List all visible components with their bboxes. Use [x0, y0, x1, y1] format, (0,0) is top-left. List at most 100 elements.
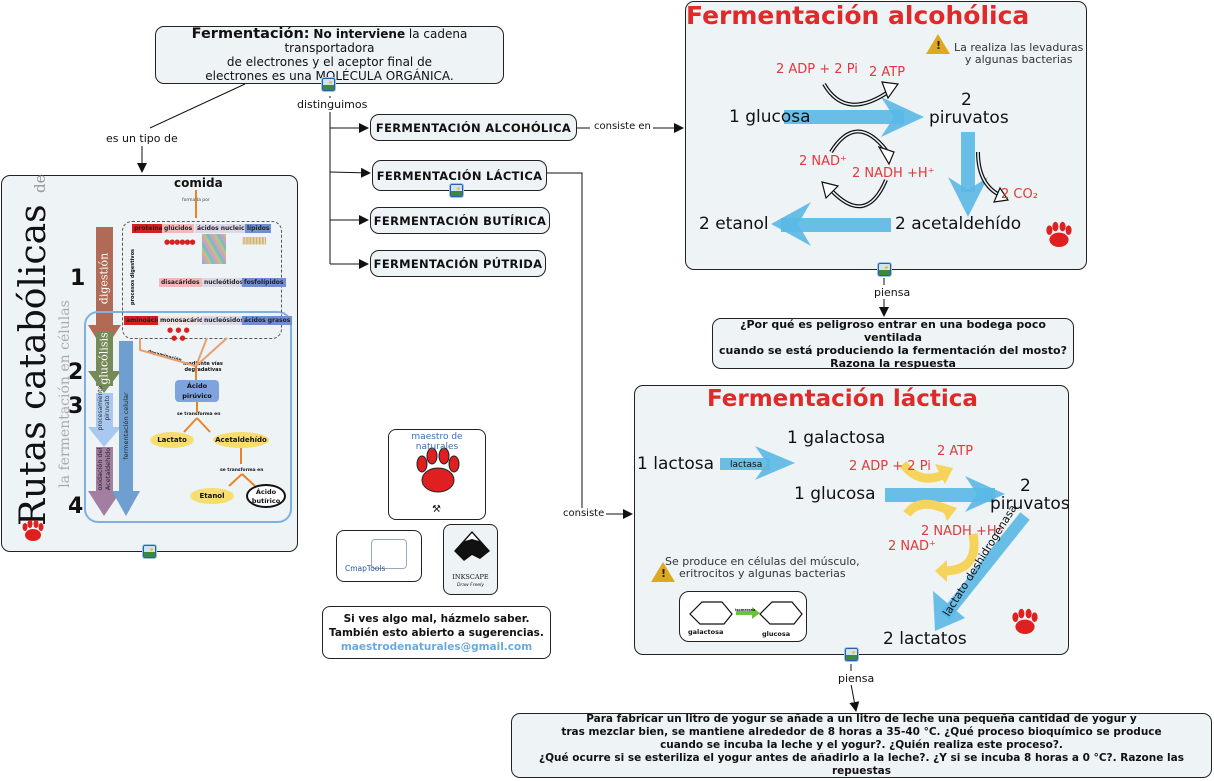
cmap-graph-icon: [371, 539, 407, 569]
image-attachment-icon[interactable]: [450, 184, 463, 197]
warning-icon: !: [926, 34, 950, 54]
alcoholica-title: Fermentación alcohólica: [686, 1, 1030, 30]
cmaptools-label: CmapTools: [345, 564, 386, 573]
note-line2: eritrocitos y algunas bacterias: [678, 567, 846, 580]
maestro-logo-text: maestro de naturales: [411, 432, 463, 452]
question-2-line1: Para fabricar un litro de yogur se añade…: [586, 713, 1137, 725]
alcoholica-arrows: [771, 81, 1010, 246]
dna-glyph: [202, 234, 226, 264]
main-concept-node[interactable]: Fermentación: No interviene la cadena tr…: [155, 26, 504, 84]
alc-piruvatos-num: 2: [961, 90, 972, 110]
lipidos-glyph: ǁǁǁǁǁǁǁǁ: [242, 236, 266, 245]
alc-acetaldehido: 2 acetaldehído: [895, 214, 1022, 234]
rutas-title-text: Rutas catabólicas: [13, 204, 54, 526]
alcoholica-note: La realiza las levaduras y algunas bacte…: [954, 42, 1083, 66]
contact-line1: Si ves algo mal, házmelo saber.: [343, 613, 530, 625]
alc-atp: 2 ATP: [869, 65, 906, 80]
main-concept-title: Fermentación:: [191, 26, 310, 42]
image-attachment-icon[interactable]: [845, 648, 858, 661]
mono-nucleosidos: nucleósidos: [202, 316, 246, 325]
cell-boundary: [84, 311, 292, 523]
question-yogur-node[interactable]: Para fabricar un litro de yogur se añade…: [511, 713, 1212, 778]
acido-butirico-node[interactable]: Ácido butírico: [246, 484, 286, 508]
degradative-lines: [139, 337, 228, 381]
rutas-catabolicas-panel[interactable]: Rutas catabólicas de la fermentación en …: [1, 175, 298, 552]
maestro-logo-small: [18, 516, 48, 550]
question-2-line2: tras mezclar bien, se mantiene alrededor…: [561, 726, 1162, 738]
macro-acidos-nucleicos: ácidos nucleicos: [195, 224, 255, 233]
lactica-arrows: [720, 446, 1030, 631]
lac-atp: 2 ATP: [937, 444, 974, 459]
lactica-panel[interactable]: Fermentación láctica 1 galactosa 1 lacto…: [634, 385, 1070, 655]
step-1: 1: [70, 266, 86, 291]
se-transforma-label-1: se transforma en: [177, 412, 221, 417]
main-concept-line2: de electrones y el aceptor final de: [226, 55, 433, 69]
lactato-node[interactable]: Lactato: [150, 432, 194, 448]
note-line1: La realiza las levaduras: [954, 41, 1084, 54]
rutas-title: Rutas catabólicas de: [12, 175, 56, 526]
image-attachment-icon[interactable]: [878, 263, 891, 276]
macro-lipidos: lípidos: [245, 224, 272, 233]
contact-email-link[interactable]: maestrodenaturales@gmail.com: [340, 641, 533, 653]
pathway-arrows: [88, 227, 140, 516]
lactica-title: Fermentación láctica: [707, 386, 978, 412]
cmaptools-logo[interactable]: CmapTools: [336, 530, 422, 582]
acido-piruvico-node[interactable]: Ácido pirúvico: [175, 380, 219, 402]
rutas-title-suffix: de: [31, 174, 49, 193]
acetaldehido-node[interactable]: Acetaldehído: [213, 432, 269, 448]
contact-box[interactable]: Si ves algo mal, házmelo saber. También …: [322, 606, 551, 659]
alc-piruvatos: piruvatos: [929, 108, 1009, 128]
lac-galactosa: 1 galactosa: [787, 428, 886, 448]
iso-left: galactosa: [688, 628, 724, 636]
image-attachment-icon[interactable]: [143, 545, 156, 558]
image-attachment-icon[interactable]: [322, 78, 335, 91]
alc-co2: 2 CO₂: [1001, 187, 1038, 202]
node-fermentacion-butirica[interactable]: FERMENTACIÓN BUTÍRICA: [370, 207, 550, 234]
piruvato-arrow: [96, 393, 113, 437]
question-1-line3: Razona la respuesta: [830, 356, 956, 370]
node-label: FERMENTACIÓN ALCOHÓLICA: [375, 120, 572, 135]
monosacaridos-dots: ● ● ●● ●: [167, 326, 190, 342]
node-fermentacion-alcoholica[interactable]: FERMENTACIÓN ALCOHÓLICA: [370, 114, 577, 141]
warning-icon: !: [651, 562, 675, 582]
node-label: FERMENTACIÓN LÁCTICA: [376, 168, 543, 183]
main-concept-line1: la cadena transportadora: [284, 27, 468, 55]
lactica-note: Se produce en células del músculo, eritr…: [665, 556, 860, 580]
paw-icon: [416, 447, 460, 493]
comida-label: comida: [174, 176, 223, 190]
link-piensa-1: piensa: [872, 286, 913, 299]
alcoholica-panel[interactable]: Fermentación alcohólica ! La realiza las…: [685, 1, 1087, 270]
maestro-logo[interactable]: maestro de naturales ⚒: [388, 429, 486, 520]
mono-acidos-grasos: ácidos grasos: [242, 316, 293, 325]
link-consiste-en: consiste en: [592, 121, 653, 132]
contact-line2: También esto abierto a sugerencias.: [329, 627, 544, 639]
inkscape-mountain-icon: [454, 531, 490, 561]
node-label: FERMENTACIÓN BUTÍRICA: [373, 213, 547, 228]
macro-proteinas: proteínas: [132, 224, 169, 233]
node-fermentacion-putrida[interactable]: FERMENTACIÓN PÚTRIDA: [370, 250, 546, 277]
link-piensa-2: piensa: [836, 672, 877, 685]
inkscape-label: INKSCAPE: [452, 573, 489, 581]
inkscape-logo[interactable]: INKSCAPE Draw Freely: [443, 524, 498, 595]
maestro-logo-small: [1041, 217, 1077, 257]
maestro-logo-small: [1007, 604, 1043, 644]
pickaxe-icon: ⚒: [432, 504, 441, 515]
iso-arrow: isomerasa: [735, 608, 756, 612]
split-arrows-1: [183, 417, 211, 433]
question-bodega-node[interactable]: ¿Por qué es peligroso entrar en una bode…: [712, 318, 1074, 370]
inkscape-tag: Draw Freely: [456, 583, 485, 588]
iso-right: glucosa: [762, 630, 791, 638]
alc-nadh: 2 NADH +H⁺: [852, 166, 935, 181]
split-arrows-2: [228, 473, 256, 487]
link-consiste: consiste: [561, 508, 607, 519]
lac-nad: 2 NAD⁺: [888, 539, 936, 554]
etanol-node[interactable]: Etanol: [190, 488, 234, 504]
lac-piruvatos-num: 2: [1020, 476, 1031, 496]
note-line1: Se produce en células del músculo,: [665, 555, 860, 568]
label-digestion: digestión: [97, 252, 111, 305]
note-line2: y algunas bacterias: [964, 53, 1073, 66]
arrow-piruvico-down: [196, 402, 198, 412]
lac-adp: 2 ADP + 2 Pi: [849, 459, 931, 474]
step-4: 4: [68, 494, 84, 519]
oxidacion-arrow: [96, 447, 113, 501]
